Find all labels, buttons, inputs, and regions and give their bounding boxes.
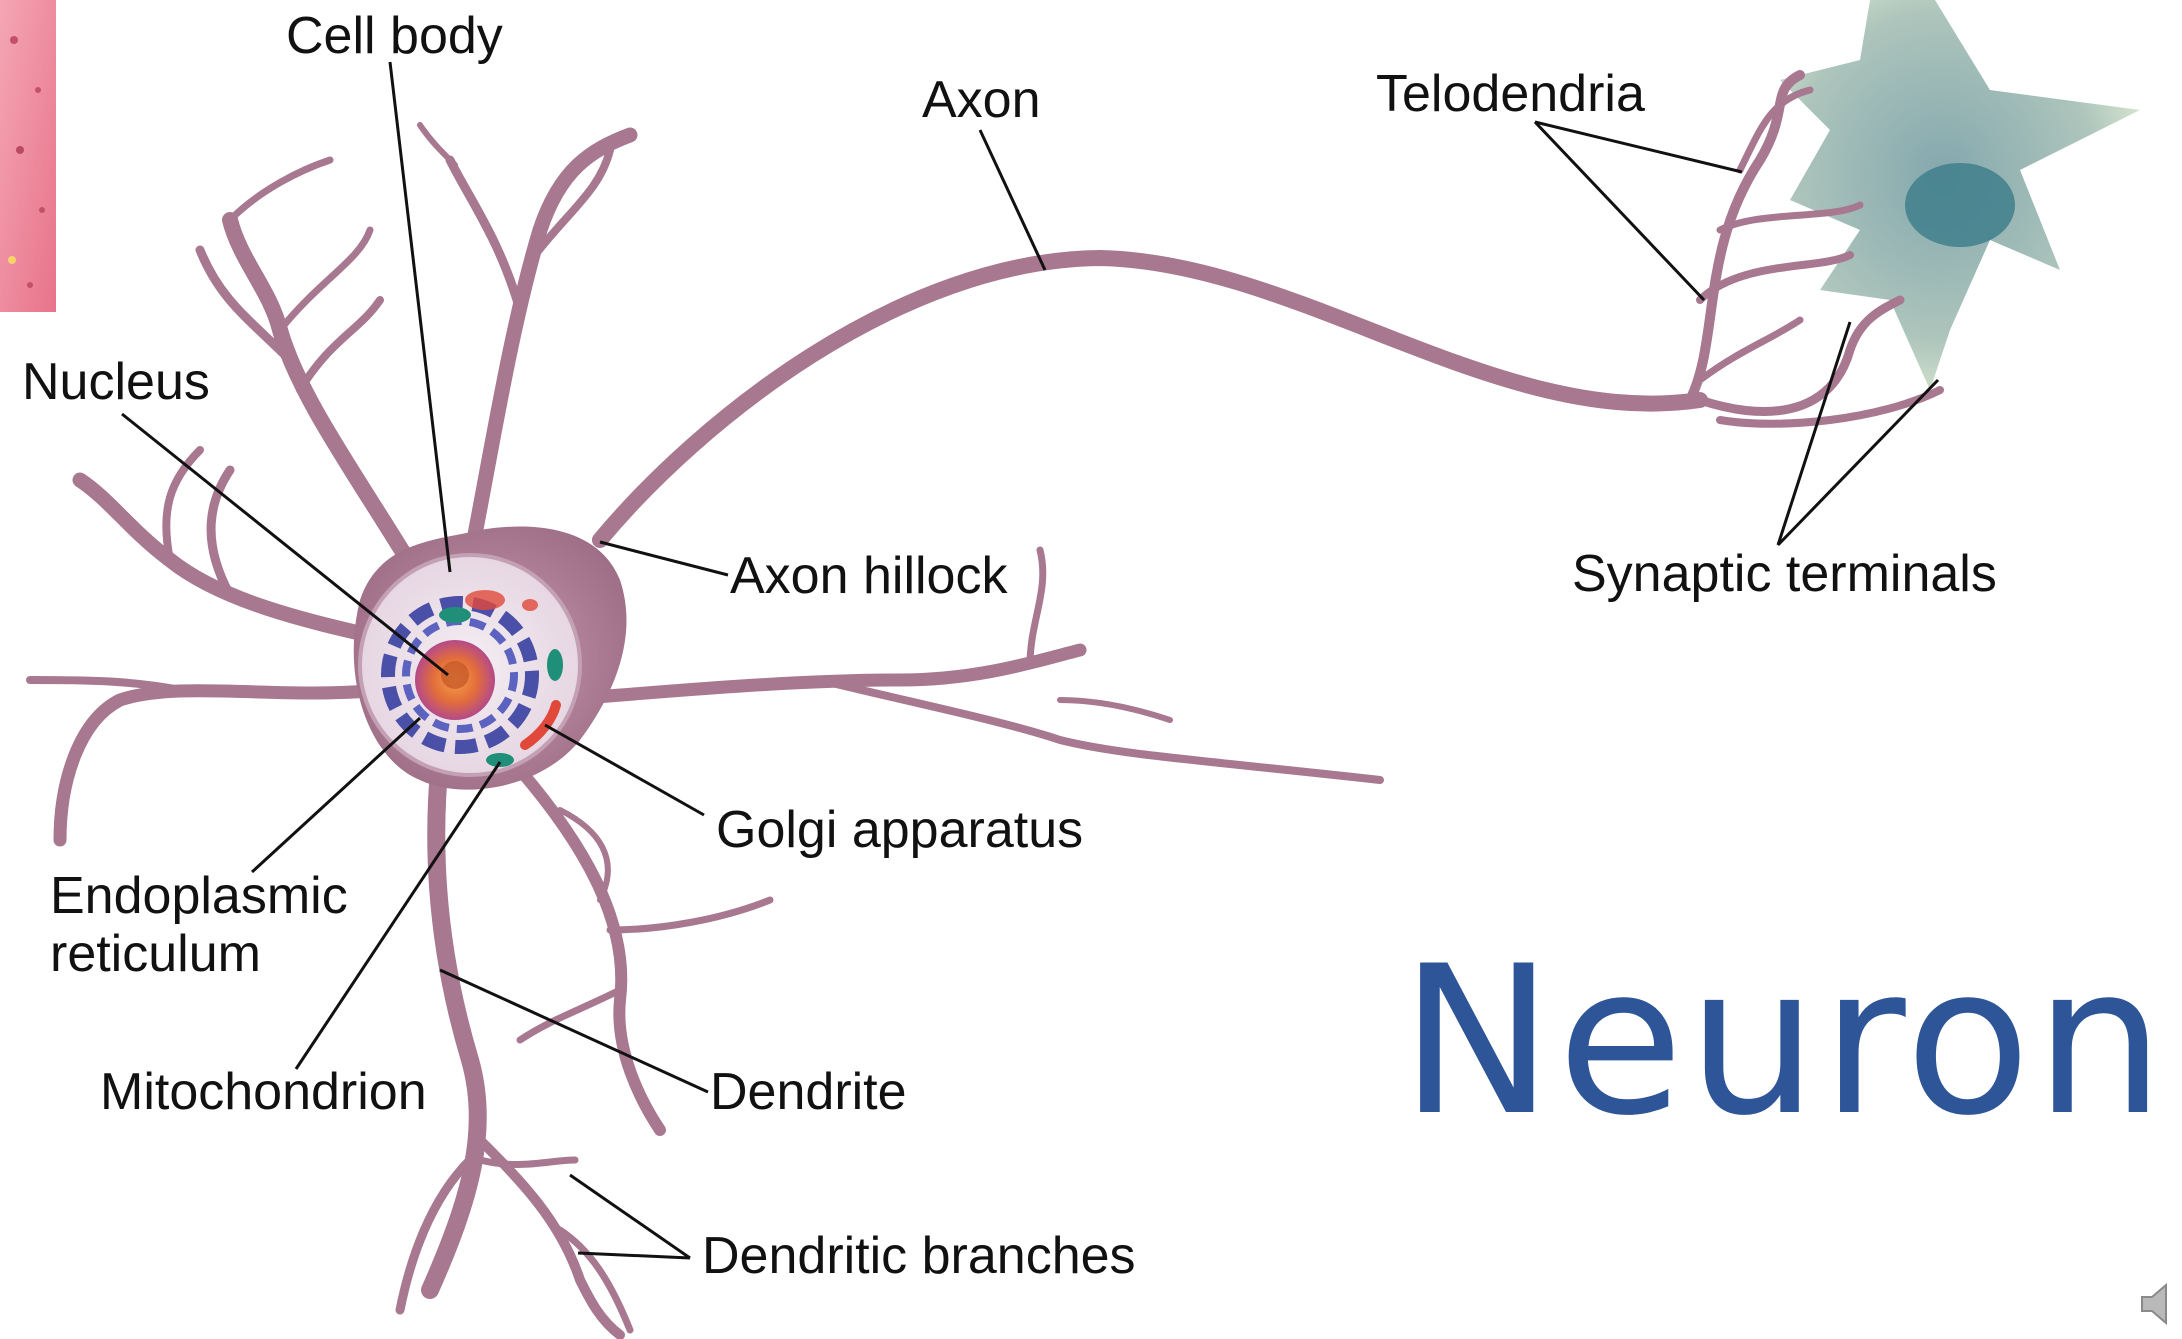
label-nucleus: Nucleus xyxy=(22,354,210,411)
cell-body xyxy=(354,527,627,790)
axon xyxy=(600,75,1940,540)
label-telodendria: Telodendria xyxy=(1376,66,1645,123)
speaker-icon[interactable] xyxy=(2138,1280,2178,1328)
mitochondrion xyxy=(439,607,471,623)
label-synaptic-terminals: Synaptic terminals xyxy=(1572,546,1997,603)
target-cell xyxy=(1780,0,2140,390)
slide-title: Neuron xyxy=(1400,940,2169,1145)
label-cell-body: Cell body xyxy=(286,8,503,65)
label-golgi-apparatus: Golgi apparatus xyxy=(716,802,1083,859)
label-axon: Axon xyxy=(922,72,1041,129)
label-endoplasmic-reticulum-line2: reticulum xyxy=(50,926,261,983)
label-dendritic-branches: Dendritic branches xyxy=(702,1228,1136,1285)
label-endoplasmic-reticulum-line1: Endoplasmic xyxy=(50,868,348,925)
label-dendrite: Dendrite xyxy=(710,1064,907,1121)
dendrites xyxy=(30,125,1380,1335)
label-mitochondrion: Mitochondrion xyxy=(100,1064,427,1121)
label-axon-hillock: Axon hillock xyxy=(730,548,1007,605)
